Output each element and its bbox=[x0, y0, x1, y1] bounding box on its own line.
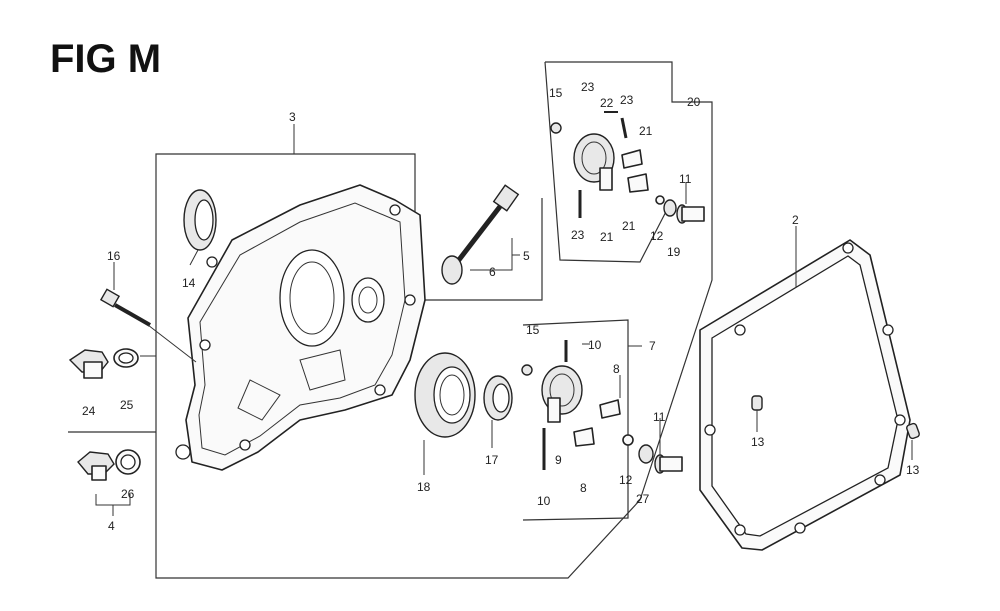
shaft-11 bbox=[654, 454, 683, 474]
callout-20: 20 bbox=[687, 95, 701, 109]
bearing-18 bbox=[414, 352, 476, 438]
callout-11-upper: 11 bbox=[679, 172, 692, 186]
callout-23-right: 23 bbox=[620, 93, 634, 107]
callout-14: 14 bbox=[182, 276, 196, 290]
callout-2: 2 bbox=[792, 213, 799, 227]
callout-15-lower: 15 bbox=[526, 323, 540, 337]
pin-23b bbox=[620, 117, 628, 139]
main-group-frame-bottom bbox=[155, 432, 641, 579]
cap-24 bbox=[68, 349, 109, 379]
callout-21-top: 21 bbox=[639, 124, 653, 138]
o-ring-25 bbox=[113, 348, 139, 368]
callout-19: 19 bbox=[667, 245, 681, 259]
bolt-16 bbox=[99, 288, 151, 327]
bearing-17 bbox=[483, 375, 513, 421]
callout-18: 18 bbox=[417, 480, 431, 494]
callout-9: 9 bbox=[555, 453, 562, 467]
governor-arm-8 bbox=[573, 399, 621, 447]
callout-16: 16 bbox=[107, 249, 121, 263]
figure-title: FIG M bbox=[50, 37, 161, 81]
callout-26: 26 bbox=[121, 487, 135, 501]
callout-23-top: 23 bbox=[581, 80, 595, 94]
callout-7: 7 bbox=[649, 339, 656, 353]
callout-25: 25 bbox=[120, 398, 134, 412]
callout-27: 27 bbox=[636, 492, 650, 506]
callout-12-upper: 12 bbox=[650, 229, 664, 243]
callout-22: 22 bbox=[600, 96, 614, 110]
callout-5: 5 bbox=[523, 249, 530, 263]
oil-seal-14 bbox=[183, 189, 217, 251]
callout-24: 24 bbox=[82, 404, 96, 418]
washer-12-upper bbox=[655, 195, 665, 205]
callout-4: 4 bbox=[108, 519, 115, 533]
callout-8-upper: 8 bbox=[613, 362, 620, 376]
upper-group-frame-b bbox=[544, 61, 673, 263]
sensor-5 bbox=[441, 184, 520, 285]
callout-3: 3 bbox=[289, 110, 296, 124]
shaft-11-upper bbox=[676, 204, 705, 224]
governor-gear-9 bbox=[541, 365, 583, 423]
leader-16b bbox=[147, 324, 197, 363]
washer-15-upper bbox=[550, 122, 562, 134]
callout-23-bottom: 23 bbox=[571, 228, 585, 242]
callout-6: 6 bbox=[489, 265, 496, 279]
upper-group-frame bbox=[545, 61, 713, 501]
callout-13-right: 13 bbox=[906, 463, 920, 477]
callout-10-upper: 10 bbox=[588, 338, 602, 352]
o-ring-26 bbox=[115, 449, 141, 475]
dowel-13a bbox=[751, 395, 763, 411]
leader-5 bbox=[470, 238, 513, 271]
dowel-13b bbox=[906, 422, 920, 440]
washer-15 bbox=[521, 364, 533, 376]
governor-group-frame bbox=[522, 319, 629, 521]
callout-21-bottom: 21 bbox=[600, 230, 614, 244]
arm-21 bbox=[621, 149, 649, 193]
callout-17: 17 bbox=[485, 453, 499, 467]
case-cover bbox=[175, 184, 426, 471]
callout-11-lower: 11 bbox=[653, 410, 666, 424]
filler-cap-4 bbox=[77, 451, 115, 481]
washer-19 bbox=[663, 199, 677, 217]
leader-14 bbox=[189, 249, 199, 266]
callout-15-upper: 15 bbox=[549, 86, 563, 100]
washer-12 bbox=[622, 434, 634, 446]
callout-21-mid: 21 bbox=[622, 219, 636, 233]
gasket-2 bbox=[699, 239, 911, 551]
callout-13-left: 13 bbox=[751, 435, 765, 449]
callout-8-lower: 8 bbox=[580, 481, 587, 495]
washer-27 bbox=[638, 444, 654, 464]
callout-10-lower: 10 bbox=[537, 494, 551, 508]
gear-22 bbox=[573, 133, 615, 191]
callout-12-lower: 12 bbox=[619, 473, 633, 487]
